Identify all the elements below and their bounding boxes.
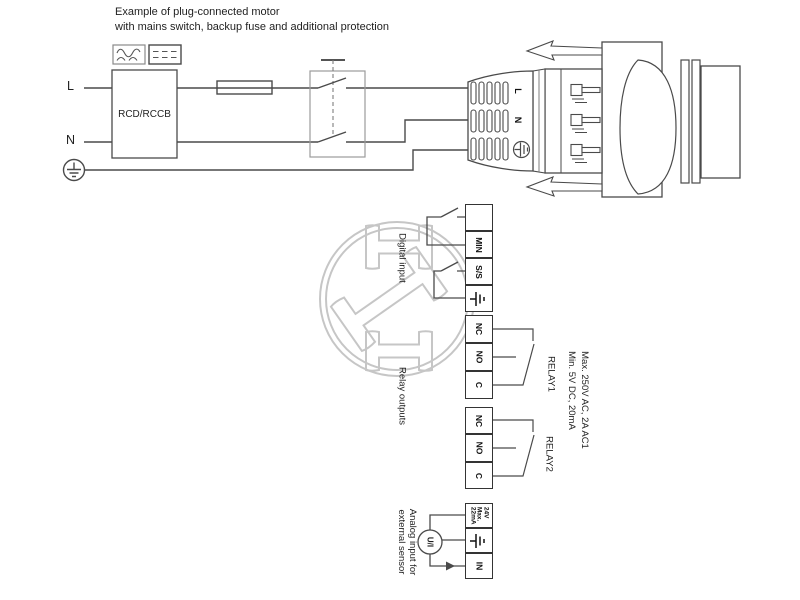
terminal-in: IN (465, 553, 493, 579)
earth-icon (470, 291, 485, 306)
relay1-contact-icon (493, 328, 535, 386)
relay-rating-text: Max. 250V AC, 2A AC1 Min. 5V DC, 20mA (565, 351, 591, 449)
earth-icon (470, 533, 485, 548)
plug-connector-icon (467, 40, 741, 198)
sensor-wiring (417, 514, 465, 571)
sensor-circle-icon (417, 529, 443, 555)
relay2-no-label: NO (474, 441, 484, 455)
earth-icon (62, 158, 86, 182)
diagram-title-line2: with mains switch, backup fuse and addit… (115, 21, 389, 33)
relay2-nc-label: NC (474, 414, 484, 427)
relay1-nc-terminal: NC (465, 315, 493, 343)
diagram-title-line1: Example of plug-connected motor (115, 6, 280, 18)
digital-input-section-label: Digital input (396, 233, 408, 283)
relay2-nc-terminal: NC (465, 407, 493, 434)
relay-rating-line2: Min. 5V DC, 20mA (566, 351, 577, 430)
relay2-no-terminal: NO (465, 434, 493, 462)
rcd-rccb-label: RCD/RCCB (118, 108, 171, 120)
sensor-ui-label: U/I (425, 536, 435, 548)
relay1-c-terminal: C (465, 371, 493, 399)
relay2-label: RELAY2 (543, 436, 555, 472)
relay-outputs-section-label: Relay outputs (396, 366, 408, 426)
terminal-min-label: MIN (474, 236, 484, 253)
rcd-type-symbols (112, 44, 182, 65)
terminal-analog-earth (465, 528, 493, 553)
terminal-earth (465, 285, 493, 312)
analog-label-line2: external sensor (396, 509, 407, 575)
plug-n-label: N (513, 116, 523, 124)
relay2-contact-icon (493, 419, 535, 477)
line-n-label: N (66, 133, 76, 147)
fuse-icon (216, 80, 273, 95)
relay1-no-label: NO (474, 350, 484, 364)
earth-icon (512, 140, 531, 159)
terminal-min: MIN (465, 231, 493, 258)
relay1-c-label: C (473, 381, 484, 389)
analog-input-section-label: Analog input for external sensor (396, 509, 418, 576)
relay1-nc-label: NC (474, 322, 484, 336)
mains-switch-icon (309, 59, 366, 158)
terminal-ss-label: S/S (473, 264, 484, 279)
relay1-label: RELAY1 (545, 356, 557, 392)
analog-label-line1: Analog input for (407, 508, 418, 576)
rcd-rccb-box (111, 69, 178, 159)
mains-wiring (84, 87, 468, 171)
relay-rating-line1: Max. 250V AC, 2A AC1 (579, 351, 590, 449)
digital-input-wiring (426, 207, 465, 299)
line-l-label: L (67, 79, 74, 93)
terminal-in-label: IN (474, 561, 484, 571)
terminal-24v-label: 24V Max. 22mA (469, 506, 490, 525)
terminal-ss: S/S (465, 258, 493, 285)
plug-l-label: L (513, 88, 523, 94)
relay2-c-label: C (473, 472, 484, 479)
terminal-blank (465, 204, 493, 231)
terminal-24v: 24V Max. 22mA (465, 503, 493, 528)
relay1-no-terminal: NO (465, 343, 493, 371)
relay2-c-terminal: C (465, 462, 493, 489)
